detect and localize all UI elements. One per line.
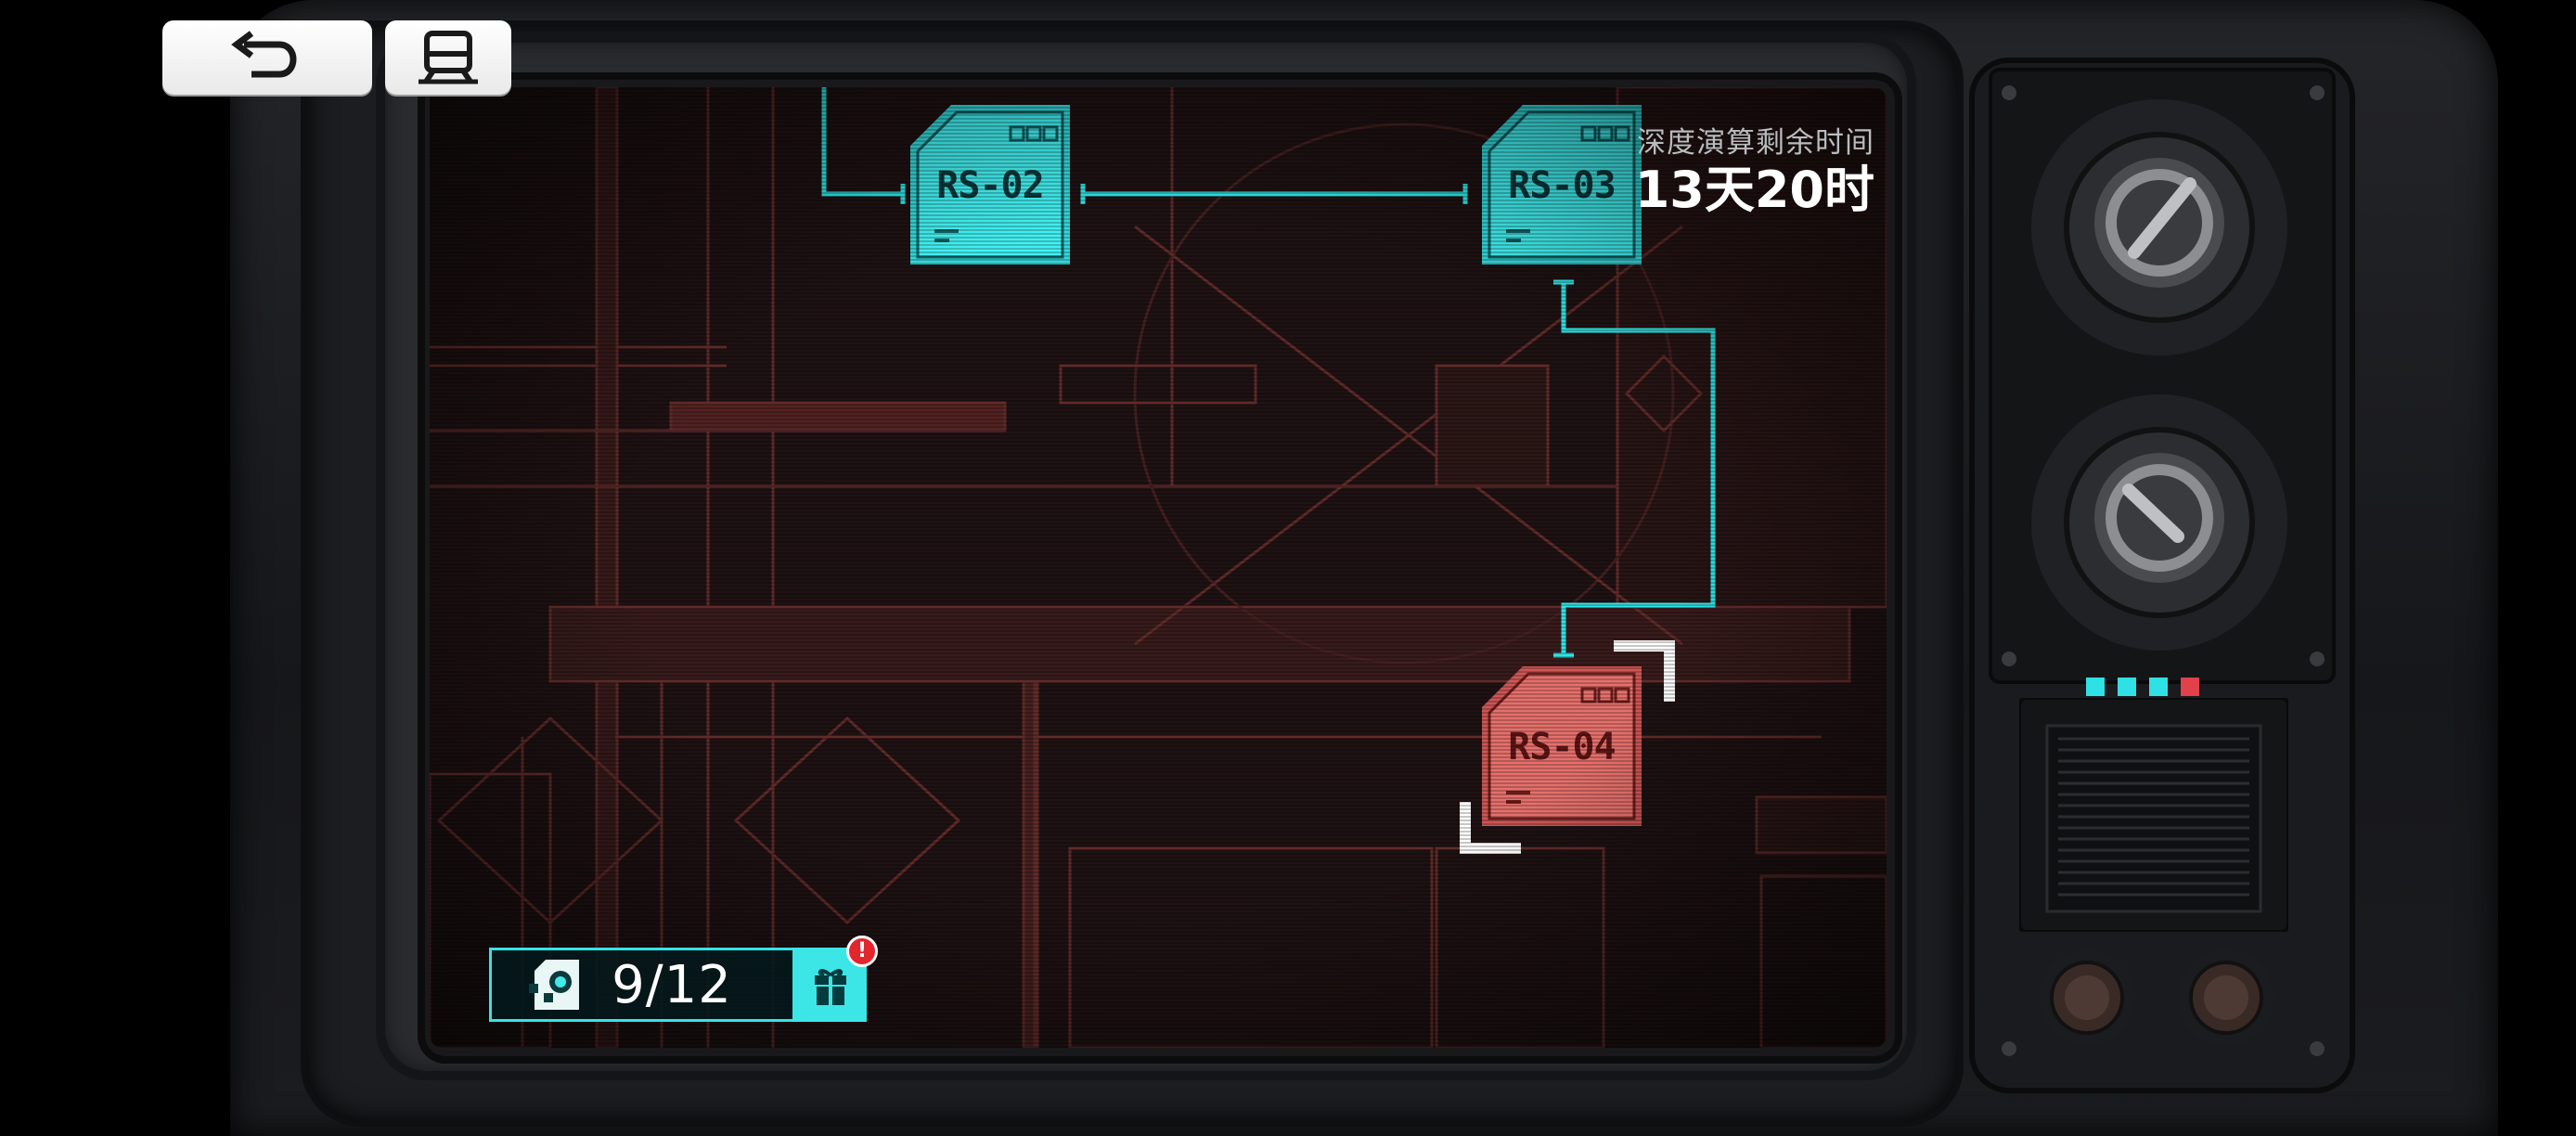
selection-bracket-icon bbox=[1460, 640, 1675, 854]
back-button[interactable] bbox=[162, 20, 372, 95]
collection-count: 9/12 bbox=[612, 955, 732, 1015]
volume-knob bbox=[2039, 949, 2135, 1046]
speaker-grille bbox=[2019, 698, 2288, 932]
node-rs-02[interactable]: RS-02 bbox=[910, 105, 1070, 265]
lower-dial-knob bbox=[2031, 394, 2287, 651]
data-chip-icon bbox=[529, 960, 579, 1010]
reward-alert-badge: ! bbox=[846, 936, 878, 967]
gift-icon bbox=[815, 969, 846, 1005]
indicator-lights bbox=[2086, 678, 2199, 696]
timer-value: 13天20时 bbox=[1634, 161, 1874, 219]
train-icon bbox=[419, 31, 478, 84]
map-screen[interactable]: RS-02 RS-03 RS-04 bbox=[430, 87, 1887, 1048]
node-rs-02-label: RS-02 bbox=[936, 164, 1044, 207]
return-arrow-icon bbox=[231, 31, 297, 78]
timer-label: 深度演算剩余时间 bbox=[1637, 126, 1874, 160]
blueprint-background bbox=[430, 87, 1887, 1048]
train-button[interactable] bbox=[385, 20, 511, 95]
tuning-knob bbox=[2178, 949, 2274, 1046]
upper-dial-knob bbox=[2031, 99, 2287, 355]
